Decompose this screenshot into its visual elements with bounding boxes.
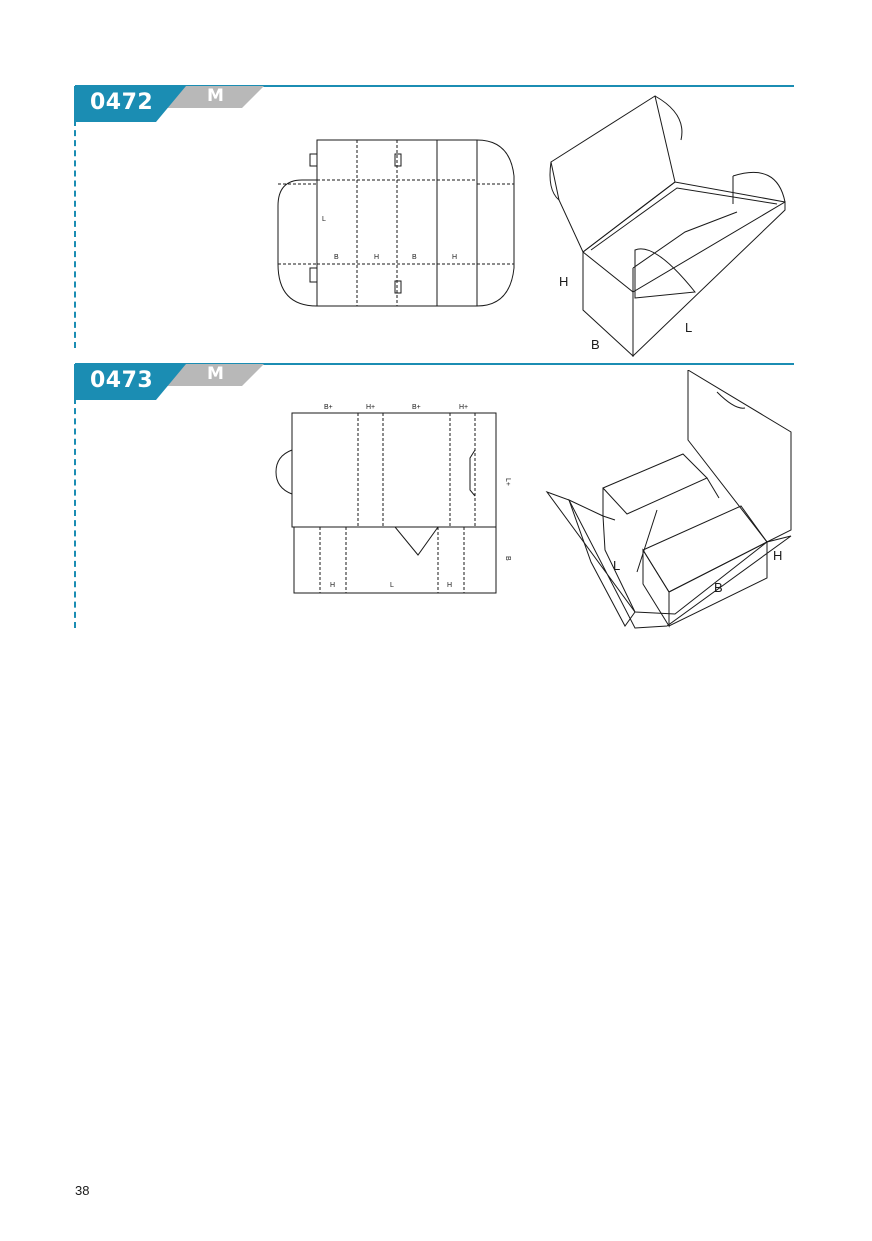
box-label-h: H (773, 548, 782, 563)
box-3d-diagram: H L B (549, 95, 786, 357)
blank-label-bottom-l: L (390, 582, 394, 589)
page-number: 38 (75, 1183, 90, 1198)
category-mark: M (207, 364, 224, 384)
header-rule (75, 363, 794, 365)
dashed-guide (74, 120, 76, 348)
blank-label-h1: H (374, 254, 379, 261)
blank-label-top-b1: B+ (324, 404, 333, 411)
blank-diagram: B+ H+ B+ H+ L+ B H L H (275, 404, 511, 594)
blank-label-b2: B (412, 254, 417, 261)
dashed-guide (74, 398, 76, 628)
blank-label-top-b2: B+ (412, 404, 421, 411)
blank-label-b1: B (334, 254, 339, 261)
category-mark: M (207, 86, 224, 106)
box-label-l: L (685, 320, 692, 335)
box-label-b: B (714, 580, 723, 595)
box-label-h: H (559, 274, 568, 289)
header-rule (75, 85, 794, 87)
blank-diagram: L B H B H (277, 139, 515, 307)
entry-0473: 0473 M B+ H+ B+ H+ L+ B H L H (0, 362, 872, 632)
blank-label-side-l: L+ (504, 478, 511, 486)
blank-label-l: L (322, 216, 326, 223)
code-tab (74, 364, 264, 400)
blank-label-bottom-h2: H (447, 582, 452, 589)
box-3d-diagram: L B H (545, 370, 792, 629)
blank-label-h2: H (452, 254, 457, 261)
blank-label-side-b: B (504, 556, 511, 561)
entry-0472: 0472 M L B H (0, 84, 872, 357)
blank-label-bottom-h1: H (330, 582, 335, 589)
blank-label-top-h2: H+ (459, 404, 468, 411)
product-code: 0473 (90, 368, 154, 393)
product-code: 0472 (90, 90, 154, 115)
box-label-b: B (591, 337, 600, 352)
code-tab (74, 86, 264, 122)
box-label-l: L (613, 558, 620, 573)
blank-label-top-h1: H+ (366, 404, 375, 411)
